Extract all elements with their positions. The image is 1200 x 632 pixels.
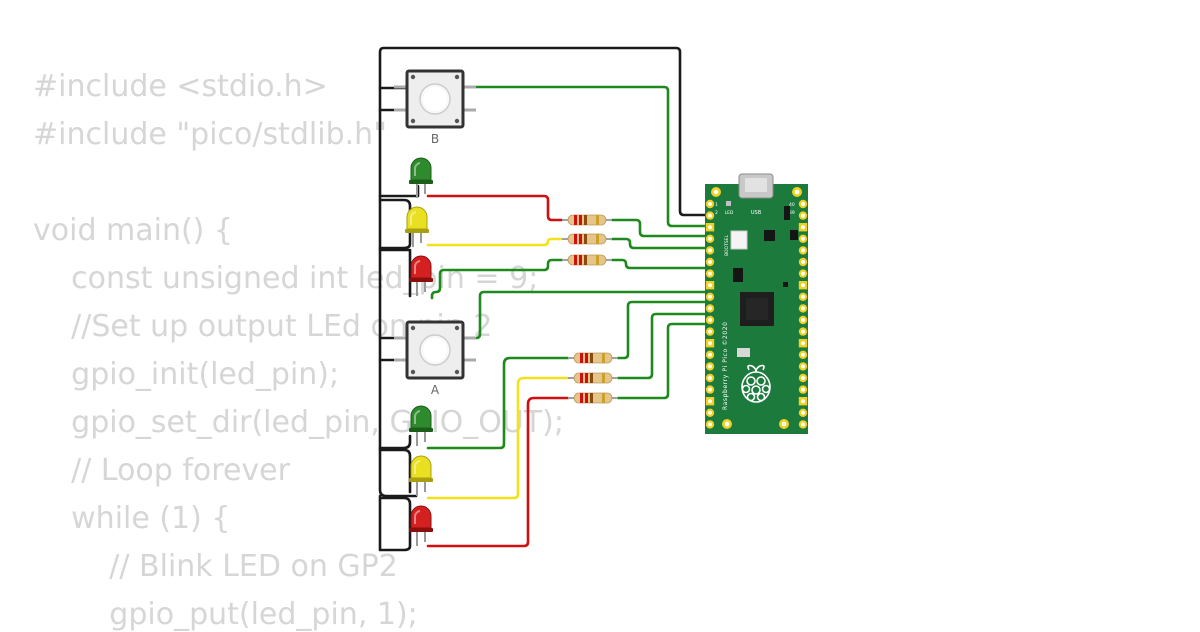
led-red-bottom[interactable] bbox=[409, 505, 433, 546]
wire-led-bottom-green[interactable] bbox=[426, 356, 570, 450]
usb-label: USB bbox=[751, 210, 762, 216]
wire-ground-led4[interactable] bbox=[378, 434, 412, 450]
pin-39-label: 39 bbox=[789, 210, 795, 216]
bootsel-label: BOOTSEL bbox=[724, 234, 730, 256]
button-a-label: A bbox=[431, 383, 440, 397]
wire-ground-main[interactable] bbox=[378, 46, 714, 498]
led-green-bottom[interactable] bbox=[409, 405, 433, 446]
wire-ground-led5[interactable] bbox=[378, 448, 412, 494]
led-red-top[interactable] bbox=[409, 255, 433, 296]
code-line: gpio_put(led_pin, 1); bbox=[33, 597, 418, 632]
board-name: Raspberry Pi Pico ©2020 bbox=[722, 321, 729, 410]
code-line: // Blink LED on GP2 bbox=[33, 549, 398, 584]
led-yellow-bottom[interactable] bbox=[409, 455, 433, 496]
push-button-b[interactable] bbox=[394, 69, 476, 129]
button-b-label: B bbox=[431, 132, 439, 146]
pin-header-left bbox=[705, 199, 715, 429]
resistor-1[interactable] bbox=[562, 214, 612, 226]
wire-led-bottom-yellow[interactable] bbox=[426, 376, 570, 500]
code-line: #include "pico/stdlib.h" bbox=[33, 117, 387, 152]
resistor-2[interactable] bbox=[562, 233, 612, 245]
led-green-top[interactable] bbox=[409, 157, 433, 198]
pin-40-label: 40 bbox=[789, 202, 795, 208]
pin-2-label: 2 bbox=[715, 210, 718, 216]
bootsel-button[interactable] bbox=[730, 230, 748, 250]
code-line: gpio_init(led_pin); bbox=[33, 357, 340, 392]
wire-led-top-red[interactable] bbox=[426, 194, 564, 222]
wire-res1-board[interactable] bbox=[610, 218, 714, 238]
wire-led-top-green[interactable] bbox=[430, 258, 564, 300]
wire-res4-board[interactable] bbox=[616, 300, 714, 360]
code-line: while (1) { bbox=[33, 501, 231, 536]
wire-res3-board[interactable] bbox=[610, 258, 714, 270]
code-line: //Set up output LEd on pin 2 bbox=[33, 309, 493, 344]
wire-res2-board[interactable] bbox=[610, 237, 714, 250]
wire-ground-btna[interactable] bbox=[378, 336, 408, 362]
code-line: // Loop forever bbox=[33, 453, 290, 488]
wire-ground-led2[interactable] bbox=[378, 198, 412, 250]
wire-ground-led6[interactable] bbox=[378, 494, 412, 552]
raspberry-pi-pico[interactable]: USB 1 2 40 39 LED BOOTSEL Raspberry Pi P… bbox=[705, 173, 808, 434]
wire-ground-led3[interactable] bbox=[378, 248, 412, 298]
wire-res6-board[interactable] bbox=[616, 322, 714, 400]
pin-header-right bbox=[798, 199, 808, 429]
led-label: LED bbox=[725, 210, 734, 216]
wire-ground-led1[interactable] bbox=[378, 184, 420, 198]
resistor-5[interactable] bbox=[568, 372, 618, 384]
push-button-a[interactable] bbox=[394, 320, 476, 380]
code-line: void main() { bbox=[33, 213, 234, 248]
wire-button-b-signal[interactable] bbox=[468, 85, 714, 228]
wire-led-bottom-red[interactable] bbox=[426, 396, 570, 548]
led-yellow-top[interactable] bbox=[405, 206, 429, 247]
resistor-6[interactable] bbox=[568, 392, 618, 404]
wire-button-a-signal[interactable] bbox=[468, 290, 714, 340]
wire-led-top-yellow[interactable] bbox=[426, 237, 564, 247]
raspberry-pi-logo-icon bbox=[741, 364, 771, 403]
resistors bbox=[562, 214, 618, 404]
code-line: #include <stdio.h> bbox=[33, 69, 328, 104]
wire-res5-board[interactable] bbox=[616, 312, 714, 380]
pin-1-label: 1 bbox=[715, 202, 718, 208]
resistor-3[interactable] bbox=[562, 254, 612, 266]
resistor-4[interactable] bbox=[568, 352, 618, 364]
onboard-led bbox=[726, 201, 731, 206]
leds bbox=[405, 157, 433, 546]
